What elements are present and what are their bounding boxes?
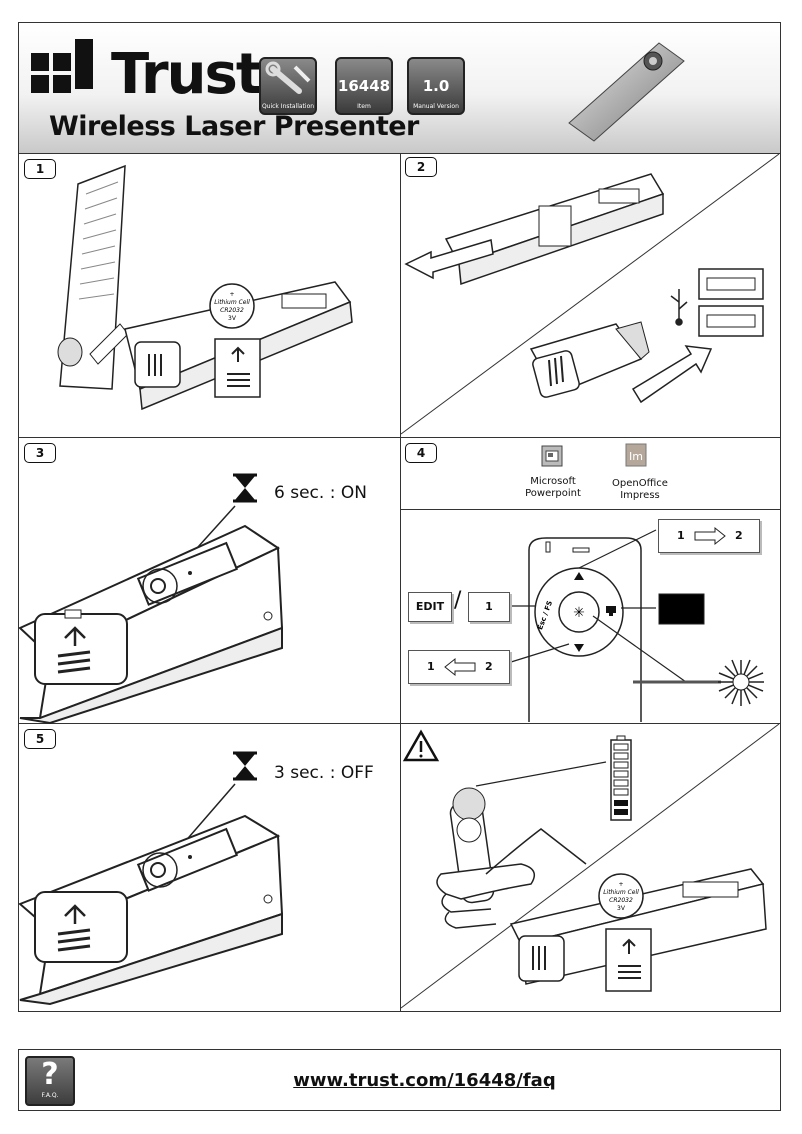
badge-label-item: Item xyxy=(357,103,371,110)
badge-label-quick: Quick Installation xyxy=(261,103,315,110)
quick-installation-badge: Quick Installation xyxy=(259,57,317,115)
item-badge: 16448 Item xyxy=(335,57,393,115)
step-1-illustration: + Lithium Cell CR2032 3V xyxy=(57,164,353,411)
next-to-key: 2 xyxy=(735,529,743,542)
version-number: 1.0 xyxy=(422,77,450,95)
openoffice-impress-icon: Im xyxy=(625,443,647,467)
step-3-timer-text: 6 sec. : ON xyxy=(274,483,367,503)
key-1-a: 1 xyxy=(468,592,510,622)
hourglass-icon-step3 xyxy=(233,473,257,503)
item-number: 16448 xyxy=(337,77,391,95)
battery-label-volt: 3V xyxy=(228,315,237,322)
warning-icon xyxy=(402,729,440,762)
battery2-label-cell: Lithium Cell xyxy=(603,889,639,896)
wrench-icon xyxy=(265,61,311,94)
next-slide-keys: 1 2 xyxy=(658,519,760,553)
step-3-illustration xyxy=(18,473,284,725)
prev-slide-keys: 1 2 xyxy=(408,650,510,684)
prev-from-key: 2 xyxy=(485,660,493,673)
step-4-number: 4 xyxy=(405,443,437,463)
manual-frame xyxy=(18,22,781,1012)
divider-step4 xyxy=(400,509,780,510)
divider-center xyxy=(400,153,401,1012)
impress-label-line1: OpenOffice xyxy=(612,478,668,489)
svg-text:✳: ✳ xyxy=(573,605,585,621)
faq-icon-label: F.A.Q. xyxy=(41,1092,59,1099)
header: Trust Quick Installation 16448 Item 1.0 … xyxy=(19,23,780,154)
step-5-number: 5 xyxy=(24,729,56,749)
next-from-key: 1 xyxy=(677,529,685,542)
prev-to-key: 1 xyxy=(427,660,435,673)
powerpoint-label-line2: Powerpoint xyxy=(525,488,581,499)
impress-label-line2: Impress xyxy=(620,490,660,501)
divider-row1 xyxy=(19,437,780,438)
powerpoint-label: Microsoft Powerpoint xyxy=(520,476,586,500)
logo-text: Trust xyxy=(111,42,263,107)
step-2-illustration xyxy=(400,153,780,435)
battery2-label-plus: + xyxy=(618,881,623,888)
slash-separator: / xyxy=(454,588,462,613)
svg-text:Im: Im xyxy=(629,450,643,463)
low-battery-illustration: + Lithium Cell CR2032 3V xyxy=(400,723,780,1009)
trust-logo-icon xyxy=(31,39,93,93)
faq-icon: ? F.A.Q. xyxy=(25,1056,75,1106)
arrow-left-icon xyxy=(444,657,476,677)
hourglass-icon-step5 xyxy=(233,751,257,781)
battery-label-plus: + xyxy=(229,291,234,298)
faq-footer: ? F.A.Q. www.trust.com/16448/faq xyxy=(18,1049,781,1111)
step-5-timer-text: 3 sec. : OFF xyxy=(274,763,374,783)
edit-key: EDIT xyxy=(408,592,452,622)
powerpoint-icon xyxy=(541,445,563,467)
step-2-number: 2 xyxy=(405,157,437,177)
arrow-right-icon xyxy=(694,526,726,546)
divider-row2 xyxy=(19,723,780,724)
battery-label-cell: Lithium Cell xyxy=(214,299,250,306)
step-1-number: 1 xyxy=(24,159,56,179)
step-4-remote-diagram: ✳ Esc / FS xyxy=(510,529,764,722)
battery2-label-type: CR2032 xyxy=(609,897,633,904)
step-5-illustration xyxy=(18,751,284,1006)
battery2-label-volt: 3V xyxy=(617,905,626,912)
version-badge: 1.0 Manual Version xyxy=(407,57,465,115)
faq-url-link[interactable]: www.trust.com/16448/faq xyxy=(293,1070,556,1091)
battery-label-type: CR2032 xyxy=(220,307,244,314)
impress-label: OpenOffice Impress xyxy=(604,478,676,502)
page-title: Wireless Laser Presenter xyxy=(49,111,419,142)
usb-icon xyxy=(670,289,688,326)
battery-level-icon xyxy=(610,735,632,821)
question-mark-icon: ? xyxy=(41,1057,59,1092)
powerpoint-label-line1: Microsoft xyxy=(530,476,576,487)
presenter-product-image xyxy=(568,42,685,142)
step-3-number: 3 xyxy=(24,443,56,463)
badge-label-version: Manual Version xyxy=(413,103,459,110)
